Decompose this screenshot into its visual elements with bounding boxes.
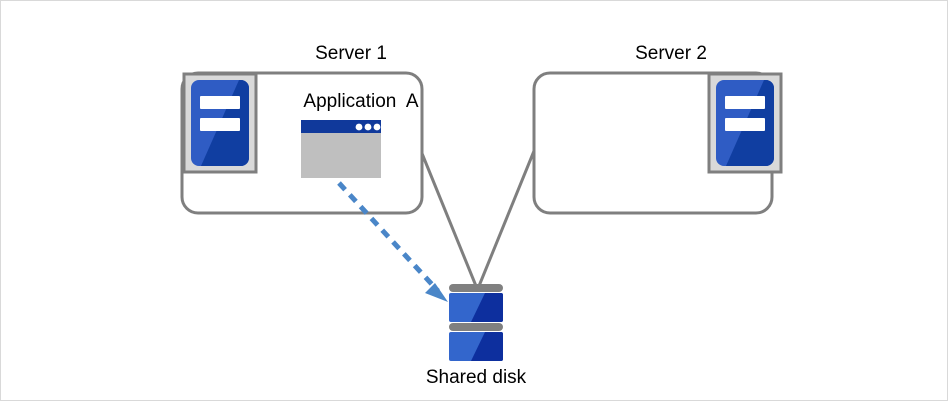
- server-icon: [182, 72, 258, 174]
- connector-server1-to-disk: [419, 150, 478, 287]
- application-label: Application A: [303, 91, 419, 112]
- connector-application-to-disk: [337, 181, 448, 302]
- server-icon: [707, 72, 783, 174]
- window-dot: [355, 123, 363, 131]
- application-window-icon: [301, 120, 381, 178]
- server2-label: Server 2: [635, 43, 707, 64]
- arrowhead: [425, 283, 448, 302]
- window-dot: [373, 123, 381, 131]
- window-dot: [364, 123, 372, 131]
- connector-server2-to-disk: [477, 150, 536, 287]
- server1-label: Server 1: [315, 43, 387, 64]
- shared-disk-label: Shared disk: [425, 367, 527, 388]
- disk-stack-icon: [449, 284, 503, 361]
